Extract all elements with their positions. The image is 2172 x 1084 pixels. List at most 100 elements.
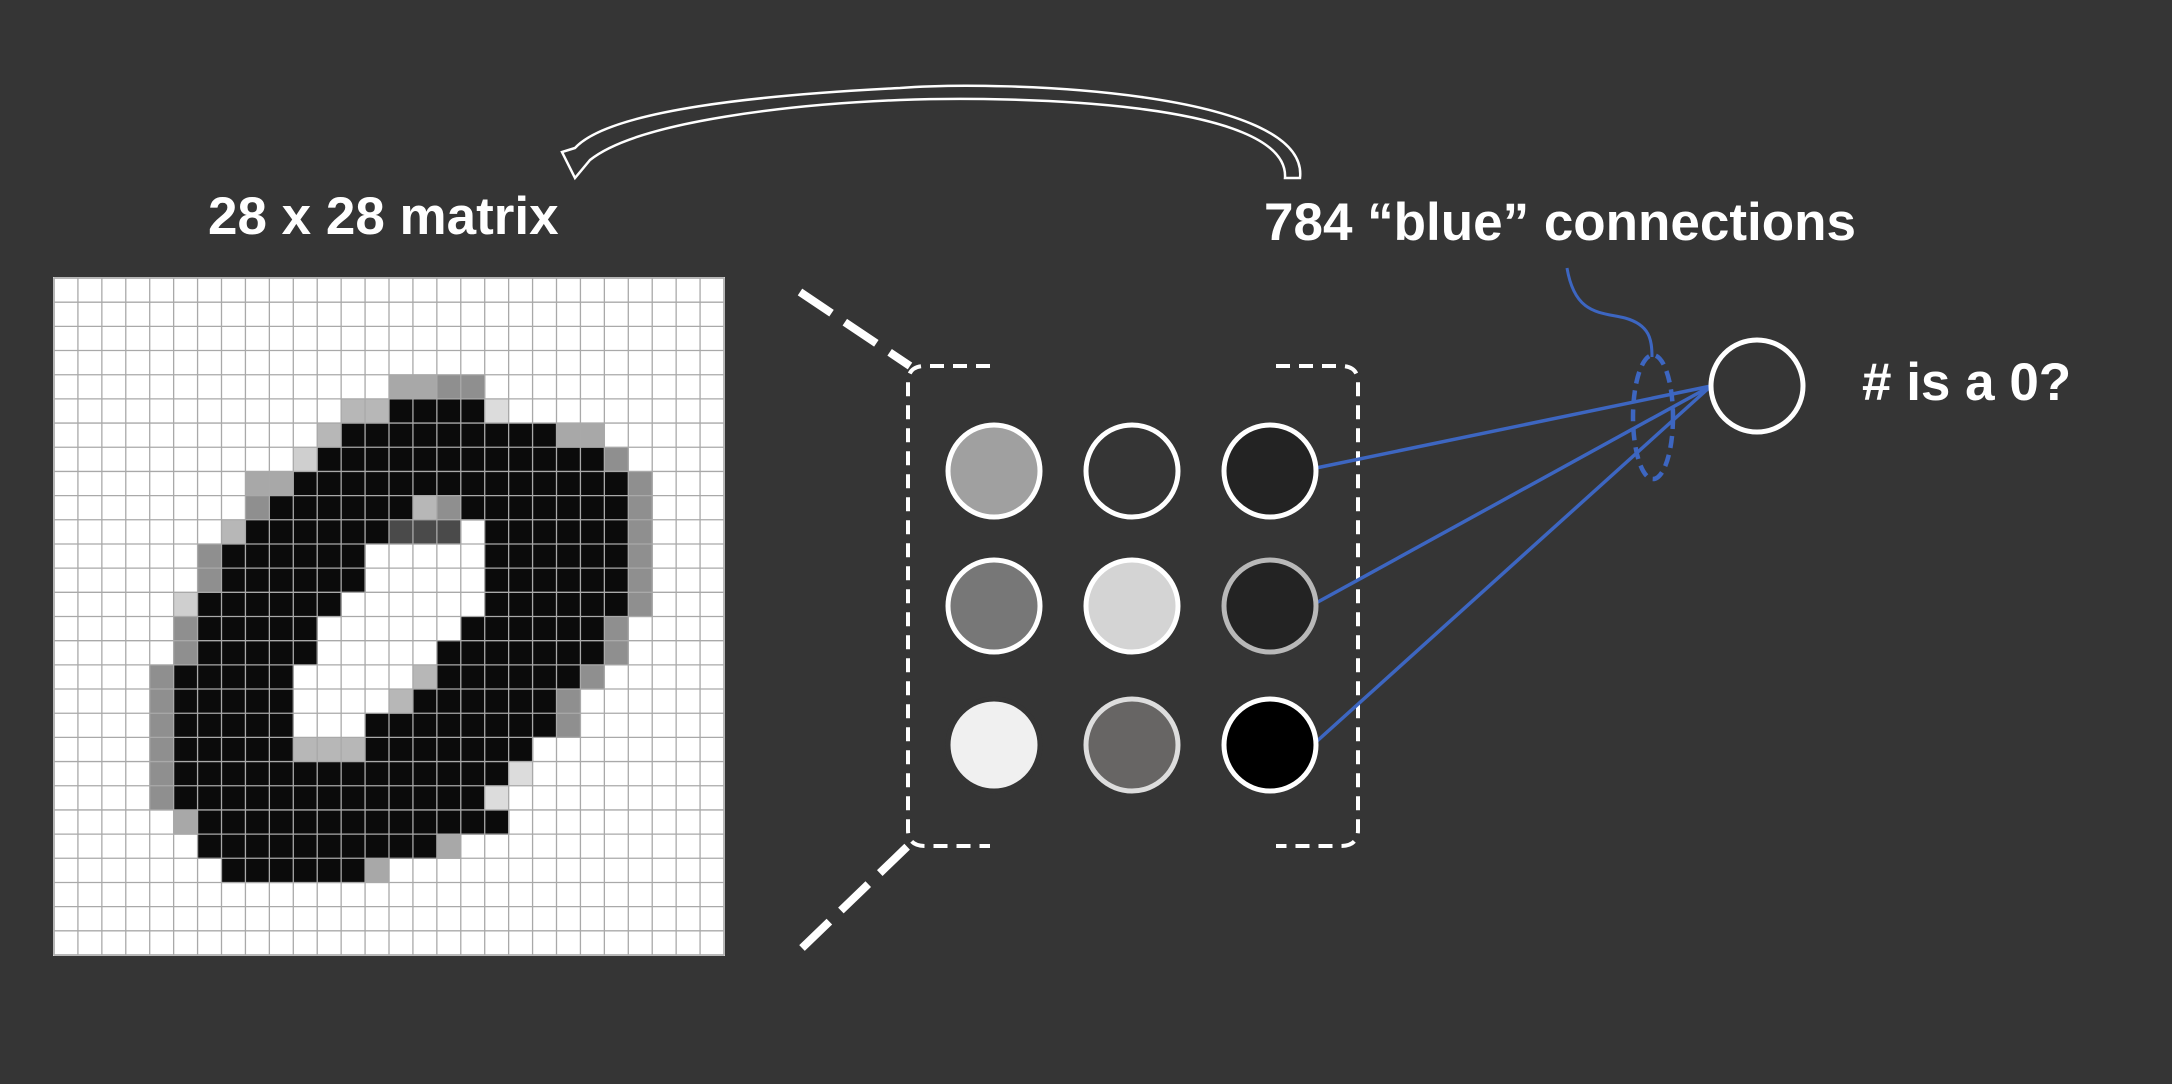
pixel-cell bbox=[197, 737, 223, 763]
pixel-cell bbox=[365, 398, 390, 424]
pixel-cell bbox=[460, 423, 486, 448]
pixel-cell bbox=[628, 471, 653, 497]
pixel-cell bbox=[173, 809, 199, 835]
pixel-cell bbox=[245, 543, 270, 569]
pixel-cell bbox=[508, 471, 534, 497]
input-neuron bbox=[1083, 696, 1181, 794]
input-neuron bbox=[1221, 696, 1319, 794]
pixel-cell bbox=[221, 640, 247, 666]
pixel-cell bbox=[604, 640, 629, 666]
pixel-cell bbox=[269, 809, 294, 835]
blue-connection-line bbox=[1315, 384, 1712, 605]
pixel-cell bbox=[580, 543, 605, 569]
pixel-cell bbox=[197, 689, 223, 714]
pixel-cell bbox=[293, 616, 318, 642]
pixel-cell bbox=[508, 737, 534, 763]
pixel-cell bbox=[269, 616, 294, 642]
pixel-cell bbox=[317, 761, 342, 787]
pixel-cell bbox=[580, 592, 605, 618]
pixel-cell bbox=[484, 447, 510, 473]
pixel-cell bbox=[484, 809, 510, 835]
pixel-cell bbox=[460, 809, 486, 835]
left-bracket bbox=[906, 364, 990, 848]
input-neuron bbox=[1221, 557, 1319, 655]
pixel-cell bbox=[532, 689, 558, 714]
pixel-cell bbox=[580, 640, 605, 666]
pixel-cell bbox=[532, 616, 558, 642]
curved-arrow bbox=[560, 84, 1302, 181]
pixel-matrix bbox=[53, 277, 725, 956]
pixel-cell bbox=[365, 834, 390, 859]
pixel-cell bbox=[436, 398, 462, 424]
pixel-cell bbox=[460, 640, 486, 666]
pixel-cell bbox=[341, 543, 366, 569]
pixel-cell bbox=[412, 689, 438, 714]
pixel-cell bbox=[221, 834, 247, 859]
pixel-cell bbox=[221, 858, 247, 884]
pixel-cell bbox=[412, 664, 438, 690]
input-neuron bbox=[1083, 422, 1181, 520]
pixel-cell bbox=[436, 447, 462, 473]
pixel-cell bbox=[412, 761, 438, 787]
pixel-cell bbox=[628, 568, 653, 593]
pixel-cell bbox=[556, 423, 582, 448]
pixel-cell bbox=[484, 543, 510, 569]
pixel-cell bbox=[604, 447, 629, 473]
pixel-cell bbox=[628, 592, 653, 618]
pixel-cell bbox=[508, 519, 534, 545]
pixel-cell bbox=[245, 471, 270, 497]
matrix-title: 28 x 28 matrix bbox=[208, 187, 559, 246]
pixel-cell bbox=[245, 689, 270, 714]
pixel-cell bbox=[556, 689, 582, 714]
pixel-cell bbox=[269, 592, 294, 618]
pixel-cell bbox=[341, 423, 366, 448]
pixel-cell bbox=[389, 834, 414, 859]
pixel-cell bbox=[341, 447, 366, 473]
pixel-cell bbox=[436, 761, 462, 787]
pixel-cell bbox=[604, 471, 629, 497]
pixel-cell bbox=[484, 689, 510, 714]
pixel-cell bbox=[197, 809, 223, 835]
pixel-cell bbox=[460, 447, 486, 473]
pixel-cell bbox=[293, 592, 318, 618]
pixel-cell bbox=[221, 664, 247, 690]
pixel-cell bbox=[197, 640, 223, 666]
pixel-cell bbox=[436, 737, 462, 763]
pixel-cell bbox=[484, 640, 510, 666]
pixel-cell bbox=[484, 423, 510, 448]
pixel-cell bbox=[245, 858, 270, 884]
pixel-cell bbox=[436, 713, 462, 738]
pixel-cell bbox=[341, 568, 366, 593]
pixel-cell bbox=[245, 809, 270, 835]
pixel-cell bbox=[389, 689, 414, 714]
pixel-cell bbox=[484, 568, 510, 593]
pixel-cell bbox=[197, 834, 223, 859]
input-neuron bbox=[1083, 557, 1181, 655]
pixel-cell bbox=[556, 568, 582, 593]
pixel-cell bbox=[532, 543, 558, 569]
pixel-cell bbox=[269, 737, 294, 763]
pixel-cell bbox=[317, 858, 342, 884]
pixel-cell bbox=[556, 471, 582, 497]
pixel-cell bbox=[484, 616, 510, 642]
pixel-cell bbox=[149, 664, 175, 690]
pixel-cell bbox=[269, 713, 294, 738]
pixel-cell bbox=[460, 713, 486, 738]
pixel-cell bbox=[412, 713, 438, 738]
pixel-cell bbox=[484, 713, 510, 738]
pixel-cell bbox=[389, 737, 414, 763]
pixel-cell bbox=[269, 543, 294, 569]
pixel-cell bbox=[484, 592, 510, 618]
pixel-cell bbox=[269, 495, 294, 521]
pixel-cell bbox=[508, 495, 534, 521]
pixel-cell bbox=[365, 471, 390, 497]
pixel-cell bbox=[317, 737, 342, 763]
pixel-cell bbox=[436, 640, 462, 666]
pixel-cell bbox=[484, 785, 510, 811]
pixel-cell bbox=[508, 543, 534, 569]
pixel-cell bbox=[508, 761, 534, 787]
pixel-cell bbox=[580, 495, 605, 521]
pixel-cell bbox=[197, 543, 223, 569]
pixel-cell bbox=[436, 519, 462, 545]
